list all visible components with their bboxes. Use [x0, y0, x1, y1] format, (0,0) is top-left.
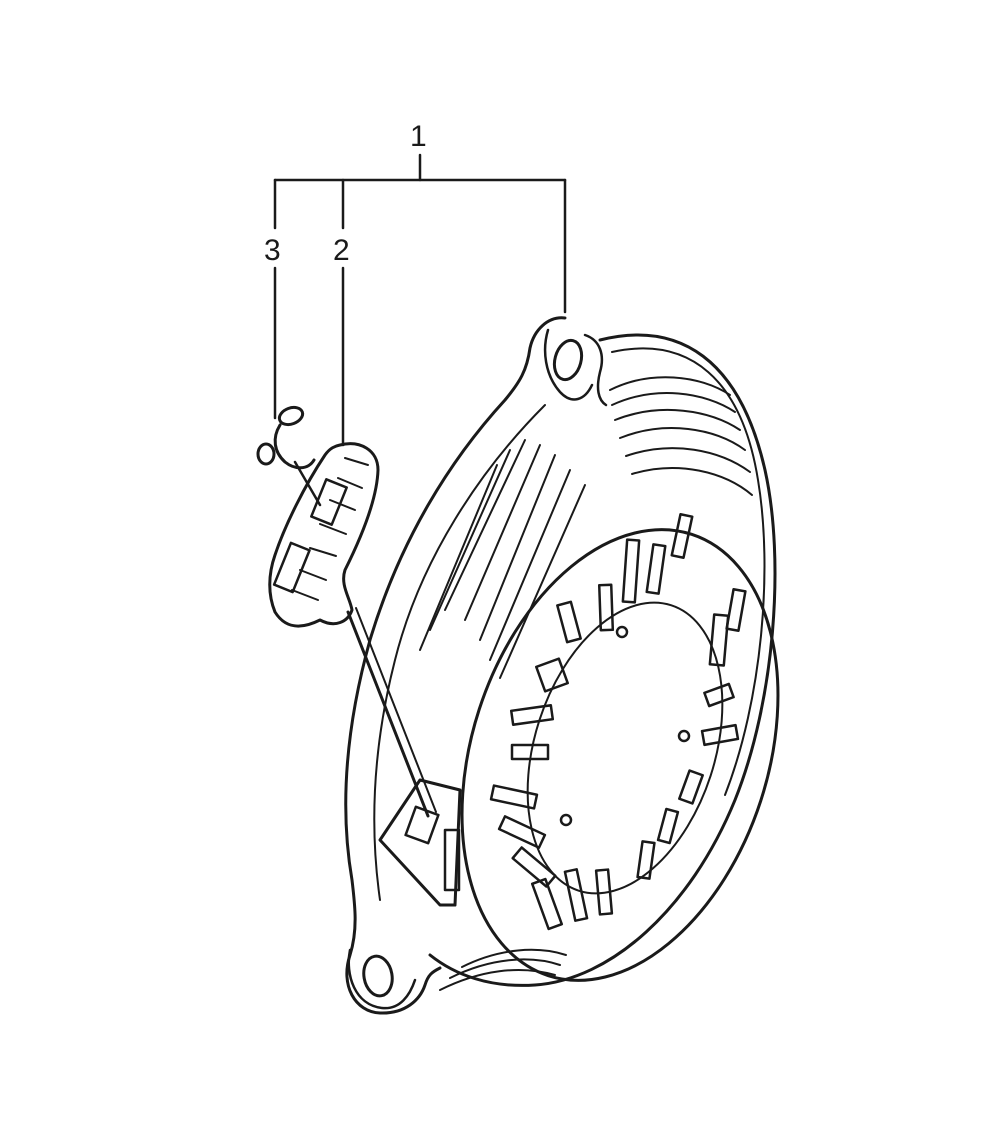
callout-2: 2: [333, 234, 350, 267]
front-face-disc: [460, 528, 780, 982]
stopper-rope-end: [293, 460, 322, 507]
grip-window-upper: [310, 478, 348, 526]
housing-fins: [419, 376, 753, 991]
face-hole-right: [677, 729, 691, 743]
stopper-loop-left: [256, 442, 276, 466]
top-mount-hole: [552, 338, 584, 382]
housing-flange-outline: [344, 316, 567, 1015]
callout-3: 3: [264, 234, 281, 267]
stopper-loop-top: [277, 405, 305, 427]
rope-stopper: [256, 405, 322, 507]
grip-ribs: [291, 457, 369, 601]
housing-inner-lip: [373, 404, 546, 901]
flange-top-edge: [583, 333, 608, 407]
face-hole-top: [615, 625, 629, 639]
starter-housing: [344, 316, 780, 1015]
housing-rim-inner: [611, 347, 766, 796]
vent-slots: [489, 512, 747, 931]
face-hole-bottom: [559, 813, 573, 827]
top-ear-inner: [543, 328, 594, 401]
bottom-mount-hole: [362, 954, 394, 998]
bottom-ear-inner: [347, 948, 417, 1010]
starter-grip: [268, 442, 380, 628]
stopper-knot: [273, 423, 316, 470]
callout-1: 1: [410, 120, 427, 153]
starter-rope: [346, 607, 437, 818]
rope-guide-slot: [443, 828, 461, 892]
rope-guide: [378, 778, 462, 907]
grip-window-lower: [272, 541, 311, 594]
rope-guide-eyelet: [404, 805, 440, 845]
callout-leaders: [273, 153, 567, 447]
housing-outer-rim: [428, 333, 777, 987]
grip-handle: [268, 442, 380, 628]
